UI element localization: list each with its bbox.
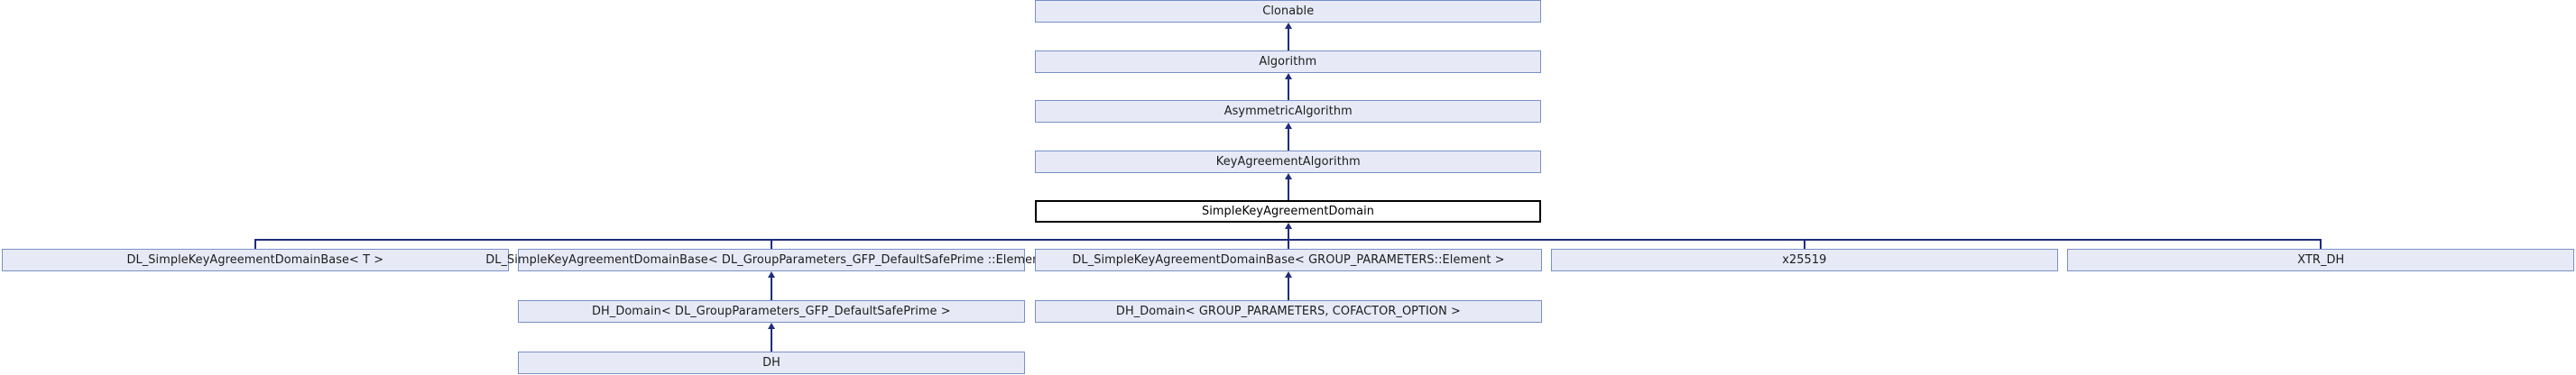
edge-dlbase_gfp-to-simplekad [771,239,772,249]
class-node-keyagree[interactable]: KeyAgreementAlgorithm [1035,151,1541,173]
edge-dhdomain_group-to-dlbase_group [1288,277,1289,300]
class-node-label: x25519 [1782,253,1827,267]
class-node-label: DH [762,356,780,370]
arrowhead-dhdomain_gfp-to-dlbase_gfp [768,271,775,278]
class-node-label: DL_SimpleKeyAgreementDomainBase< T > [126,253,384,267]
edge-keyagree-to-asym [1287,128,1289,151]
class-node-xtr_dh[interactable]: XTR_DH [2067,249,2574,271]
class-node-dh[interactable]: DH [518,352,1025,374]
class-node-simplekad[interactable]: SimpleKeyAgreementDomain [1035,200,1541,223]
edge-simplekad-to-keyagree [1287,178,1289,200]
class-node-label: AsymmetricAlgorithm [1223,105,1353,118]
class-node-dlbase_gfp[interactable]: DL_SimpleKeyAgreementDomainBase< DL_Grou… [485,249,1057,271]
arrowhead-simplekad-to-keyagree [1284,173,1292,179]
class-node-dhdomain_group[interactable]: DH_Domain< GROUP_PARAMETERS, COFACTOR_OP… [1035,300,1542,323]
arrowhead-algorithm-to-clonable [1284,23,1292,29]
arrowhead-asym-to-algorithm [1284,73,1292,79]
edge-trunk-simplekad [1287,228,1289,239]
edge-dlbase_t-to-simplekad [254,239,256,249]
arrowhead-bus-simplekad [1284,223,1292,229]
arrowhead-keyagree-to-asym [1284,123,1292,129]
class-node-asym[interactable]: AsymmetricAlgorithm [1035,100,1541,123]
arrowhead-dh-to-dhdomain_gfp [768,323,775,329]
class-node-algorithm[interactable]: Algorithm [1035,50,1541,73]
edge-asym-to-algorithm [1287,78,1289,100]
class-node-label: DH_Domain< GROUP_PARAMETERS, COFACTOR_OP… [1115,305,1461,318]
edge-dlbase_group-to-simplekad [1288,239,1289,249]
class-node-dlbase_group[interactable]: DL_SimpleKeyAgreementDomainBase< GROUP_P… [1035,249,1542,271]
class-node-dlbase_t[interactable]: DL_SimpleKeyAgreementDomainBase< T > [2,249,509,271]
edge-x25519-to-simplekad [1804,239,1805,249]
class-node-label: DL_SimpleKeyAgreementDomainBase< GROUP_P… [1072,253,1505,267]
class-node-label: Algorithm [1259,55,1317,69]
class-node-x25519[interactable]: x25519 [1551,249,2058,271]
class-node-dhdomain_gfp[interactable]: DH_Domain< DL_GroupParameters_GFP_Defaul… [518,300,1025,323]
class-node-label: Clonable [1262,5,1314,18]
edge-algorithm-to-clonable [1287,28,1289,50]
class-node-clonable[interactable]: Clonable [1035,0,1541,23]
class-node-label: KeyAgreementAlgorithm [1215,155,1361,169]
arrowhead-dhdomain_group-to-dlbase_group [1285,271,1292,278]
edge-dhdomain_gfp-to-dlbase_gfp [771,277,772,300]
edge-dh-to-dhdomain_gfp [771,328,772,352]
class-node-label: DH_Domain< DL_GroupParameters_GFP_Defaul… [592,305,951,318]
class-node-label: DL_SimpleKeyAgreementDomainBase< DL_Grou… [485,253,1058,267]
edge-xtr_dh-to-simplekad [2320,239,2322,249]
class-node-label: SimpleKeyAgreementDomain [1201,205,1375,218]
class-node-label: XTR_DH [2296,253,2345,267]
